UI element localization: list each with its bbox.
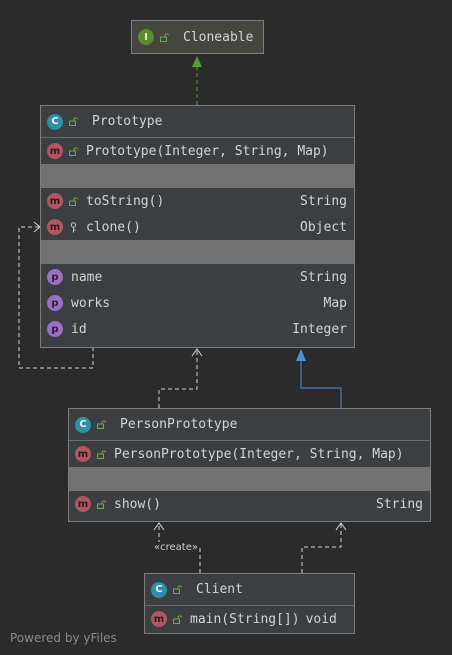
constructor-name: PersonPrototype(Integer, String, Map) (114, 446, 404, 462)
realization-arrowhead (192, 56, 202, 67)
client-node[interactable]: C Client m main(String[]) void (144, 573, 355, 634)
class-icon: C (151, 581, 167, 598)
dependency-edge-client-person (301, 524, 342, 573)
method-icon: m (151, 611, 167, 627)
cloneable-name: Cloneable (183, 29, 254, 45)
unlock-icon (69, 196, 78, 206)
method-icon: m (47, 219, 63, 235)
inheritance-arrowhead (296, 349, 306, 361)
property-icon: p (47, 321, 63, 337)
method-row[interactable]: m show() String (69, 491, 430, 517)
class-icon: C (47, 113, 63, 130)
method-icon: m (47, 143, 63, 159)
field-type: String (300, 269, 347, 285)
method-name: main(String[]) (190, 611, 300, 627)
field-name: id (71, 321, 87, 337)
field-row[interactable]: p id Integer (41, 316, 354, 342)
field-row[interactable]: p name String (41, 264, 354, 290)
method-name: show() (114, 496, 161, 512)
method-row[interactable]: m main(String[]) void (145, 606, 354, 632)
person-prototype-node[interactable]: C PersonPrototype m PersonPrototype(Inte… (68, 408, 431, 522)
method-icon: m (47, 193, 63, 209)
class-icon: C (75, 416, 91, 433)
field-type: Integer (292, 321, 347, 337)
method-type: void (305, 611, 337, 627)
unlock-icon (173, 614, 182, 624)
property-icon: p (47, 269, 63, 285)
method-name: toString() (86, 193, 165, 209)
method-name: clone() (86, 219, 141, 235)
method-icon: m (75, 446, 91, 462)
prototype-node[interactable]: C Prototype m Prototype(Integer, String,… (40, 105, 355, 348)
prototype-name: Prototype (92, 114, 163, 129)
constructor-row[interactable]: m PersonPrototype(Integer, String, Map) (69, 441, 430, 467)
field-name: works (71, 295, 111, 311)
dependency-edge-person-prototype (158, 350, 198, 408)
unlock-icon (69, 117, 78, 126)
unlock-icon (160, 32, 169, 42)
interface-icon: I (138, 29, 154, 45)
self-dependency-loop (18, 226, 94, 369)
empty-band (41, 240, 354, 264)
watermark: Powered by yFiles (10, 631, 117, 645)
unlock-icon (97, 499, 106, 509)
empty-band (69, 467, 430, 491)
create-label: «create» (154, 542, 198, 553)
create-edge-client-person (158, 524, 201, 573)
constructor-name: Prototype(Integer, String, Map) (86, 143, 329, 159)
unlock-icon (173, 585, 182, 594)
cloneable-node[interactable]: I Cloneable (131, 20, 264, 54)
method-type: Object (300, 219, 347, 235)
client-name: Client (196, 582, 243, 597)
unlock-icon (97, 420, 106, 429)
constructor-row[interactable]: m Prototype(Integer, String, Map) (41, 138, 354, 164)
empty-band (41, 164, 354, 188)
inheritance-edge-person-prototype (300, 358, 342, 408)
method-row[interactable]: m toString() String (41, 188, 354, 214)
field-type: Map (323, 295, 347, 311)
method-type: String (376, 496, 423, 512)
person-prototype-name: PersonPrototype (120, 417, 238, 432)
key-icon (70, 221, 77, 232)
unlock-icon (97, 449, 106, 459)
field-name: name (71, 269, 103, 285)
property-icon: p (47, 295, 63, 311)
unlock-icon (69, 146, 78, 156)
method-row[interactable]: m clone() Object (41, 214, 354, 240)
method-icon: m (75, 496, 91, 512)
method-type: String (300, 193, 347, 209)
field-row[interactable]: p works Map (41, 290, 354, 316)
